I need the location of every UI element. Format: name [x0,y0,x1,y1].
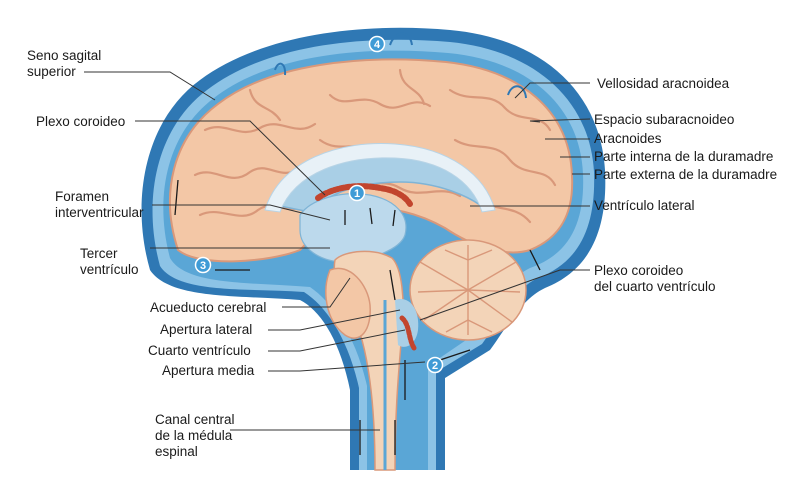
label-plexo-coroideo: Plexo coroideo [36,114,126,129]
label-cuarto-ventriculo: Cuarto ventrículo [148,343,251,358]
cerebellum [409,239,527,341]
svg-text:3: 3 [200,260,206,272]
step-marker-3: 3 [194,256,212,274]
label-apertura-lateral: Apertura lateral [160,322,253,337]
corpus-callosum [264,143,496,213]
third-ventricle [299,193,407,263]
label-foramen: Foramen interventricular [55,189,144,220]
label-duramadre-externa: Parte externa de la duramadre [594,167,778,182]
label-canal-central: Canal central de la médula espinal [155,412,235,459]
label-vellosidad: Vellosidad aracnoidea [597,76,730,91]
label-apertura-media: Apertura media [162,363,255,378]
label-acueducto: Acueducto cerebral [150,300,267,315]
svg-text:4: 4 [374,39,381,51]
arachnoid-villi [274,32,527,99]
choroid-plexus-lateral [315,183,413,207]
step-marker-2: 2 [426,356,444,374]
label-ventriculo-lateral: Ventrículo lateral [594,198,695,213]
label-aracnoides: Aracnoides [594,131,662,146]
leader-lines [84,71,591,431]
choroid-plexus-fourth [399,315,417,351]
csf-flow-arrows [174,179,541,455]
label-tercer-ventriculo: Tercer ventrículo [80,246,139,277]
label-seno-sagital: Seno sagital superior [27,48,102,79]
pons [325,267,371,339]
label-duramadre-interna: Parte interna de la duramadre [594,149,774,164]
svg-text:2: 2 [432,360,438,372]
label-espacio-subaracnoideo: Espacio subaracnoideo [594,112,735,127]
step-marker-1: 1 [348,184,366,202]
label-plexo-cuarto: Plexo coroideo del cuarto ventrículo [594,263,716,294]
svg-text:1: 1 [354,188,360,200]
step-marker-4: 4 [368,35,386,53]
